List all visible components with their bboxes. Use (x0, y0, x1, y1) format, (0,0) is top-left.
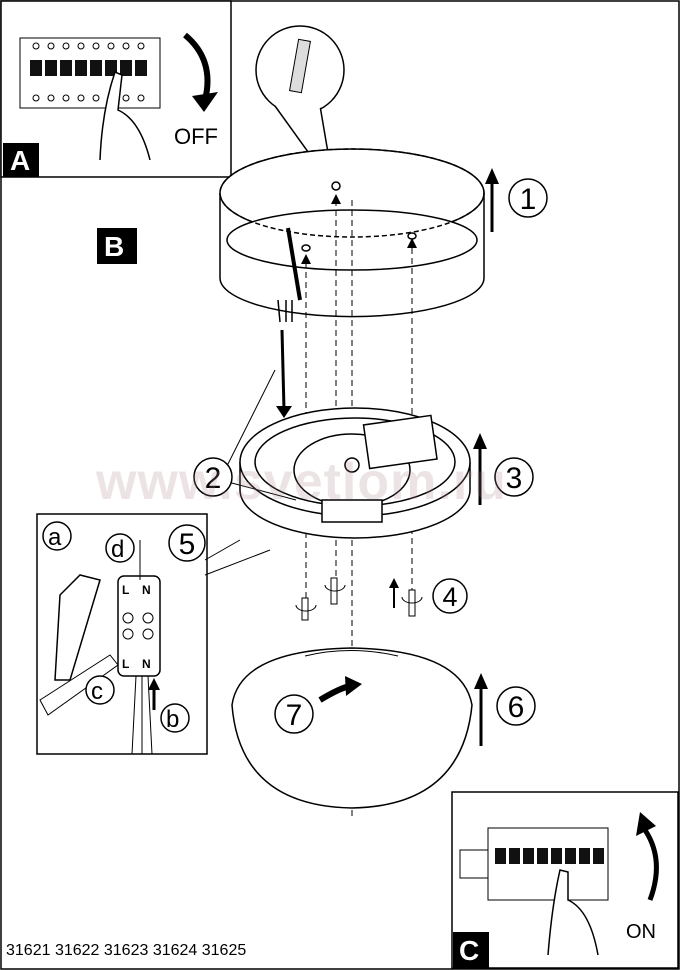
panel-c-letter: C (459, 935, 479, 966)
step-3-label: 3 (506, 462, 523, 495)
step-4-label: 4 (442, 582, 457, 612)
step-1-label: 1 (520, 183, 537, 216)
terminal-label-n-top: N (142, 583, 151, 597)
screwdriver-icon (39, 654, 119, 716)
panel-a-letter: A (10, 145, 30, 176)
terminal-label-l-bottom: L (122, 657, 129, 671)
panel-c-badge (453, 932, 489, 968)
panel-b-badge (97, 228, 137, 264)
step-circles (168, 178, 548, 734)
watermark: www.svetlom.ru (96, 453, 507, 511)
model-numbers: 31621 31622 31623 31624 31625 (6, 942, 247, 959)
base-plate (239, 407, 471, 539)
step-5-label: 5 (179, 528, 196, 561)
substep-a: a (48, 524, 62, 551)
step-2-label: 2 (205, 462, 222, 495)
screws (295, 577, 423, 621)
up-arrows (478, 180, 494, 746)
ceiling-canopy (219, 148, 485, 323)
rotate-up-arrow-icon (642, 828, 659, 901)
substep-b: b (166, 706, 179, 733)
panel-c-switch-on (451, 791, 679, 969)
panel-a-switch-off (0, 0, 232, 178)
hand-icon (547, 869, 599, 956)
step-6-label: 6 (508, 691, 525, 724)
panel-b-letter: B (104, 231, 124, 262)
rotate-down-arrow-icon (183, 32, 211, 101)
terminal-label-n-bottom: N (142, 657, 151, 671)
substep-c: c (91, 678, 103, 705)
hand-icon (99, 70, 151, 161)
diffuser-glass (231, 647, 473, 809)
terminal-block (117, 575, 161, 677)
panel-a-badge (3, 143, 39, 177)
panel-a-off-label: OFF (174, 124, 218, 149)
terminal-label-l-top: L (122, 583, 129, 597)
substep-d: d (111, 536, 124, 563)
step-7-label: 7 (286, 699, 303, 732)
panel-c-on-label: ON (626, 921, 656, 943)
